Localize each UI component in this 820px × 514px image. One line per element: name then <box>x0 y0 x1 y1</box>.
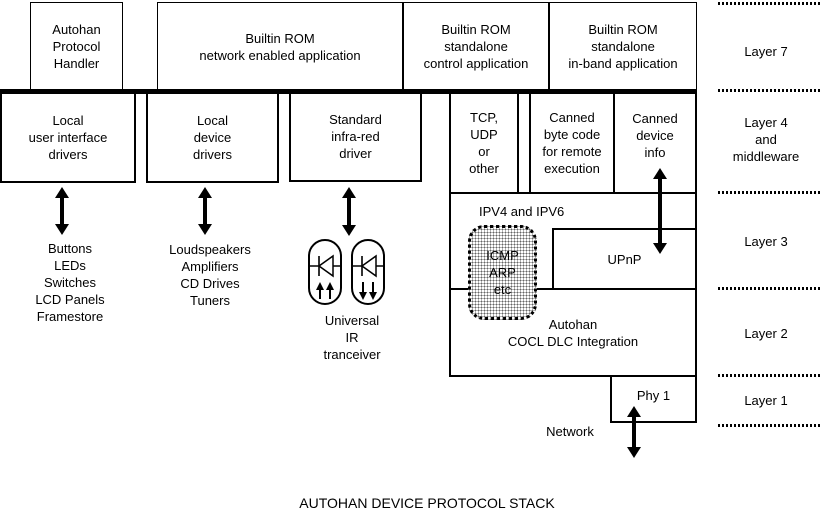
box-autohan-protocol-handler: Autohan Protocol Handler <box>30 2 123 91</box>
double-arrow-icon <box>627 406 641 458</box>
layer-label-line: Layer 7 <box>744 44 788 59</box>
layer-label-line: middleware <box>732 149 800 164</box>
layer-label-line: Layer 4 <box>744 115 788 130</box>
layer3-label: Layer 3 <box>712 233 820 250</box>
box-label-line: control application <box>423 56 529 71</box>
box-local-device-drivers: Local device drivers <box>146 91 279 183</box>
diagram-title: AUTOHAN DEVICE PROTOCOL STACK <box>299 495 555 511</box>
label-line: Universal <box>324 313 380 328</box>
layer2-label: Layer 2 <box>712 325 820 342</box>
box-label-line: drivers <box>48 146 88 162</box>
box-label-line: TCP, <box>470 109 498 125</box>
box-label-line: user interface <box>28 129 108 145</box>
box-label-line: UDP <box>470 126 498 142</box>
box-label-line: Standard <box>329 112 382 127</box>
network-label: Network <box>546 424 594 439</box>
list-item: CD Drives <box>180 276 240 291</box>
box-label-line: standalone <box>444 39 508 54</box>
box-label-line: drivers <box>192 146 232 162</box>
box-label-line: Handler <box>53 56 100 71</box>
box-label-line: or <box>478 143 490 159</box>
box-label-line: device <box>193 129 232 145</box>
box-label-line: driver <box>339 146 372 161</box>
blob-label-line: etc <box>493 282 512 297</box>
box-label-line: byte code <box>543 126 601 142</box>
box-phy1: Phy 1 <box>610 375 697 423</box>
box-tcp-udp-other: TCP, UDP or other <box>449 91 519 194</box>
layer-label-line: and <box>755 132 777 147</box>
box-label-line: Local <box>52 112 84 128</box>
box-label-line: device <box>636 128 674 143</box>
box-label-line: Autohan <box>548 316 598 332</box>
box-label-line: Builtin ROM <box>441 22 511 37</box>
box-builtin-rom-network-app: Builtin ROM network enabled application <box>157 2 403 91</box>
box-label-line: in-band application <box>568 56 678 71</box>
box-label-line: execution <box>544 160 600 176</box>
double-arrow-icon <box>198 187 212 235</box>
layer-divider <box>718 374 820 377</box>
double-arrow-icon <box>55 187 69 235</box>
list-item: Loudspeakers <box>169 242 251 257</box>
ipv4-label: IPV4 and IPV6 <box>479 204 565 219</box>
list-item: Switches <box>43 275 97 290</box>
blob-label-line: ICMP <box>486 248 519 263</box>
list-item: Framestore <box>36 309 104 324</box>
list-item: Buttons <box>47 241 93 256</box>
box-canned-byte-code: Canned byte code for remote execution <box>529 91 615 194</box>
layer-divider <box>718 2 820 5</box>
layer-divider <box>718 424 820 427</box>
box-label-line: Canned <box>632 111 678 126</box>
list-item: LCD Panels <box>35 292 105 307</box>
layer-divider <box>718 287 820 290</box>
blob-label-line: ARP <box>489 265 516 280</box>
application-driver-divider <box>0 89 697 94</box>
double-arrow-icon <box>653 168 667 254</box>
box-label-line: network enabled application <box>199 47 361 63</box>
double-arrow-icon <box>342 187 356 236</box>
layer-divider <box>718 89 820 92</box>
ir-receiver-diode-icon <box>308 239 342 305</box>
upnp-label: UPnP <box>607 251 642 267</box>
layer1-label: Layer 1 <box>712 392 820 409</box>
list-item: LEDs <box>54 258 86 273</box>
box-label-line: for remote <box>542 143 602 159</box>
label-line: tranceiver <box>323 347 381 362</box>
layer-label-line: Layer 2 <box>744 326 788 341</box>
box-label-line: Canned <box>549 109 595 125</box>
list-item: Amplifiers <box>181 259 239 274</box>
box-label-line: COCL DLC Integration <box>507 333 639 349</box>
box-label-line: Protocol <box>52 39 101 54</box>
layer-divider <box>718 191 820 194</box>
layer-label-line: Layer 3 <box>744 234 788 249</box>
layer4-label: Layer 4 and middleware <box>712 114 820 165</box>
box-label-line: Builtin ROM <box>588 22 658 37</box>
box-label-line: standalone <box>591 39 655 54</box>
box-builtin-rom-control-app: Builtin ROM standalone control applicati… <box>403 2 549 91</box>
layer7-label: Layer 7 <box>712 43 820 60</box>
box-builtin-rom-inband-app: Builtin ROM standalone in-band applicati… <box>549 2 697 91</box>
ui-devices-list: Buttons LEDs Switches LCD Panels Framest… <box>5 240 135 325</box>
icmp-arp-blob: ICMP ARP etc <box>468 225 537 320</box>
box-label-line: other <box>469 160 499 176</box>
av-devices-list: Loudspeakers Amplifiers CD Drives Tuners <box>145 241 275 309</box>
box-label-line: Builtin ROM <box>245 30 315 46</box>
list-item: Tuners <box>190 293 230 308</box>
box-label-line: info <box>644 145 666 160</box>
box-standard-infrared-driver: Standard infra-red driver <box>289 91 422 182</box>
box-label-line: Local <box>196 112 229 128</box>
layer-label-line: Layer 1 <box>744 393 788 408</box>
phy-label: Phy 1 <box>636 387 671 403</box>
box-label-line: Autohan <box>52 22 101 37</box>
box-label-line: infra-red <box>331 129 380 144</box>
box-local-ui-drivers: Local user interface drivers <box>0 91 136 183</box>
box-upnp: UPnP <box>552 228 697 290</box>
label-line: IR <box>345 330 359 345</box>
ir-transceiver-label: Universal IR tranceiver <box>287 312 417 363</box>
ir-emitter-diode-icon <box>351 239 385 305</box>
